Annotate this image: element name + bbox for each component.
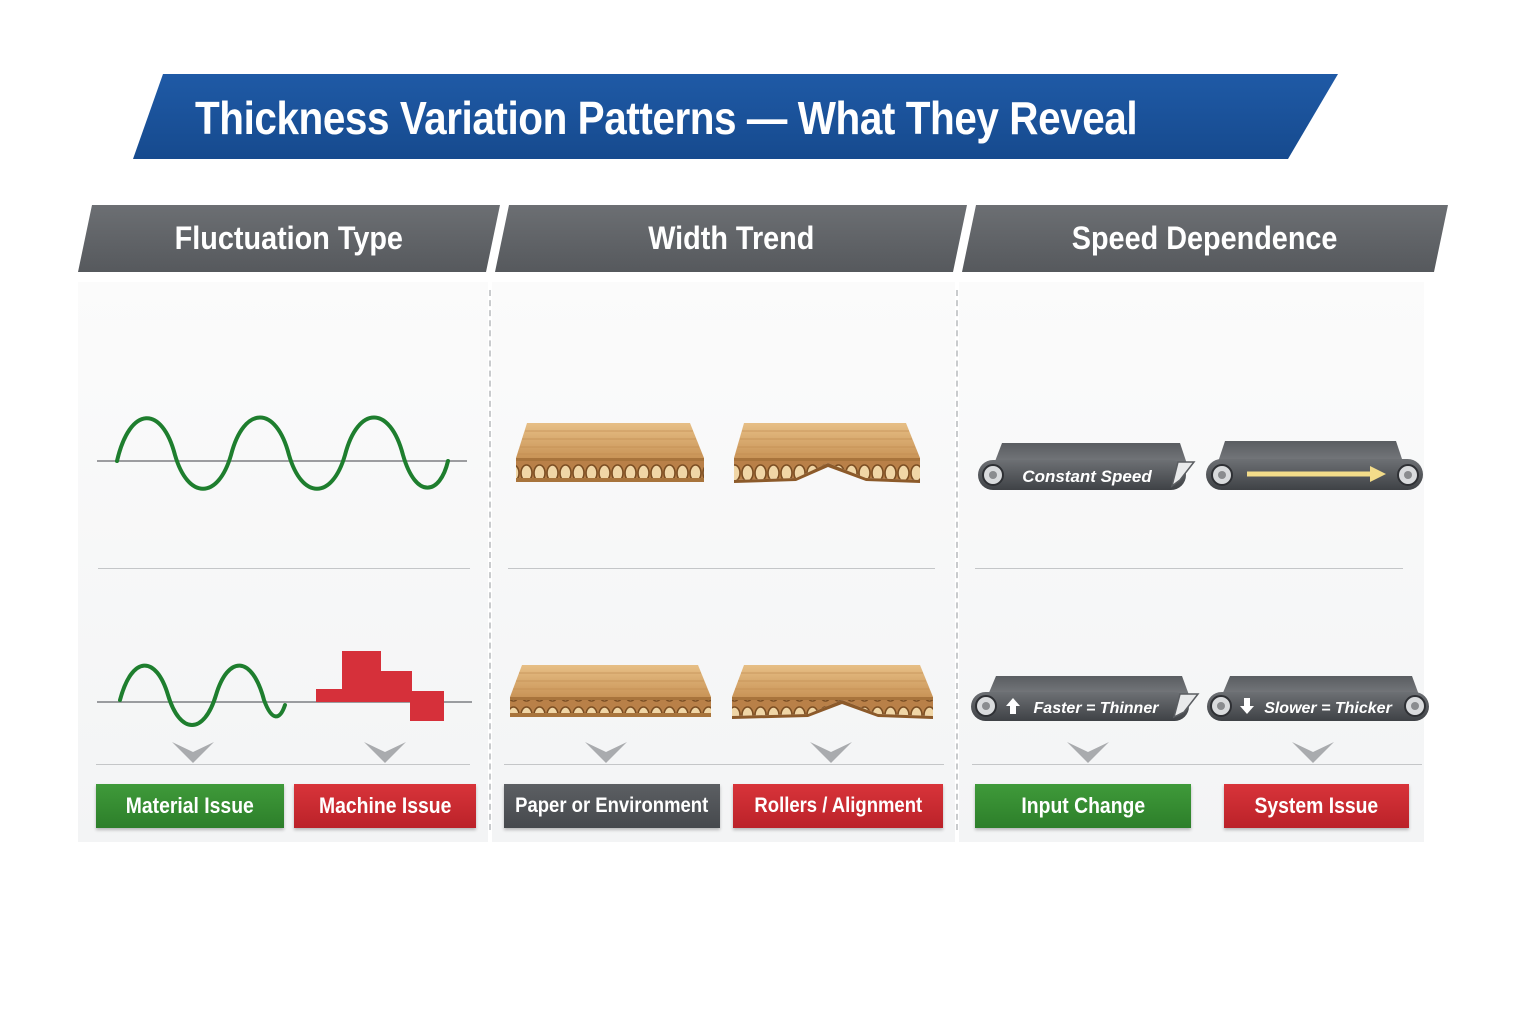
column-divider xyxy=(956,290,958,830)
result-separator xyxy=(972,764,1422,765)
result-label-text: System Issue xyxy=(1254,793,1379,818)
column-header-label: Width Trend xyxy=(647,220,815,256)
panel-fluctuation xyxy=(78,282,488,842)
result-label-text: Paper or Environment xyxy=(515,794,709,817)
column-header-speed: Speed Dependence xyxy=(962,205,1448,272)
panel-speed xyxy=(959,282,1424,842)
column-divider xyxy=(489,290,491,830)
column-header-fluctuation: Fluctuation Type xyxy=(78,205,500,272)
result-separator xyxy=(504,764,944,765)
result-label-system: System Issue xyxy=(1224,784,1409,828)
result-label-rollers: Rollers / Alignment xyxy=(733,784,943,828)
result-label-paper: Paper or Environment xyxy=(504,784,720,828)
column-header-width: Width Trend xyxy=(495,205,967,272)
title-banner xyxy=(133,74,1338,159)
page-title: Thickness Variation Patterns — What They… xyxy=(195,92,1138,144)
result-label-input: Input Change xyxy=(975,784,1191,828)
column-header-label: Fluctuation Type xyxy=(174,220,404,256)
result-label-machine: Machine Issue xyxy=(294,784,476,828)
result-label-text: Input Change xyxy=(1021,793,1145,818)
result-label-text: Material Issue xyxy=(125,793,255,818)
row-separator xyxy=(508,568,935,569)
row-separator xyxy=(98,568,470,569)
row-separator xyxy=(975,568,1403,569)
result-label-text: Machine Issue xyxy=(318,793,452,818)
result-separator xyxy=(96,764,470,765)
result-label-material: Material Issue xyxy=(96,784,284,828)
column-header-label: Speed Dependence xyxy=(1072,220,1338,256)
result-label-text: Rollers / Alignment xyxy=(754,794,922,817)
panel-width xyxy=(492,282,955,842)
